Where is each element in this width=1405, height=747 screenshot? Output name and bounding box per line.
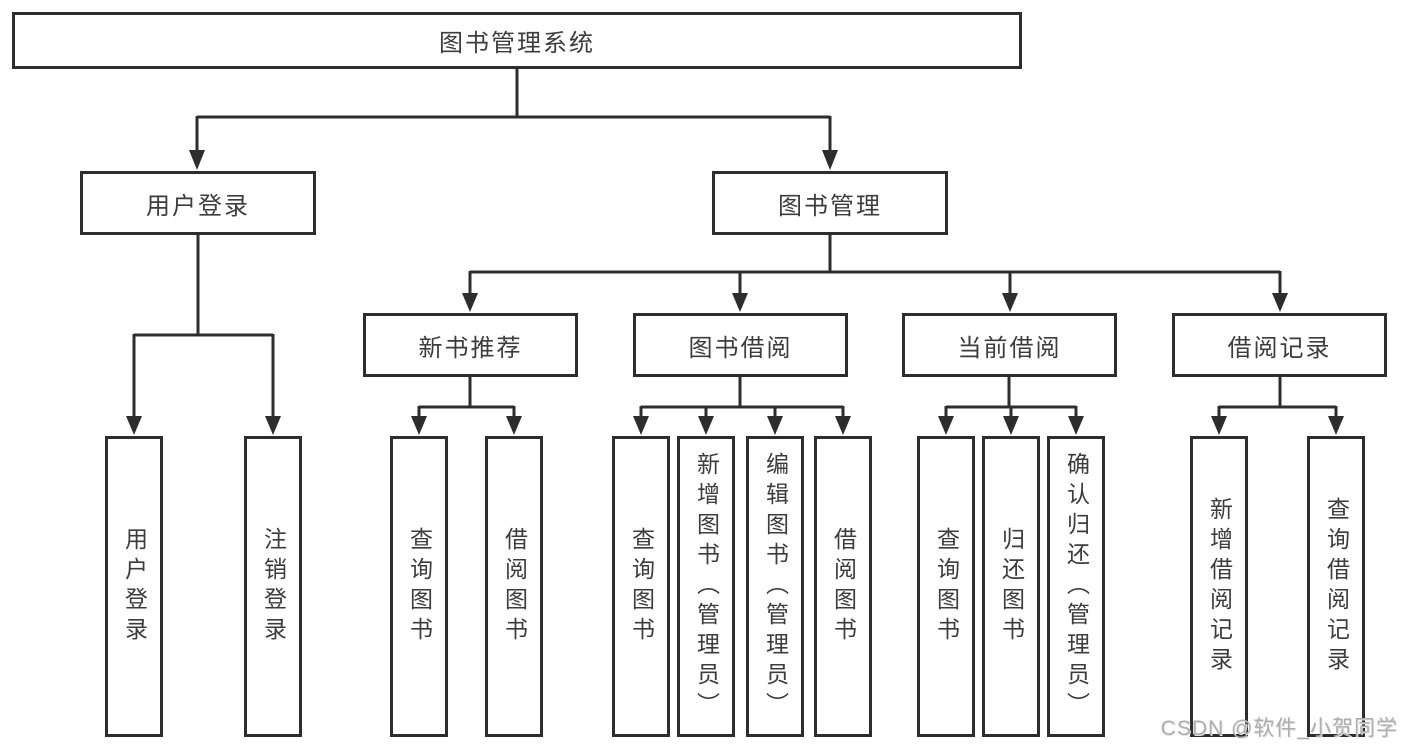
leaf-edit-book-admin: 编辑图书（管理员）	[746, 436, 804, 737]
node-label: 确认归还（管理员）	[1063, 451, 1090, 722]
node-label: 图书借阅	[688, 334, 793, 362]
leaf-query-books-recommend: 查询图书	[390, 436, 448, 737]
node-label: 新书推荐	[418, 334, 523, 362]
node-book-management: 图书管理	[712, 171, 948, 235]
leaf-user-login: 用户登录	[105, 436, 163, 737]
node-label: 注销登录	[260, 526, 287, 647]
leaf-borrow-books-recommend: 借阅图书	[485, 436, 543, 737]
leaf-query-books-borrowing: 查询图书	[612, 436, 670, 737]
leaf-query-borrow-record: 查询借阅记录	[1307, 436, 1365, 737]
node-label: 编辑图书（管理员）	[762, 451, 789, 722]
arrow-down-icons	[126, 150, 1344, 435]
leaf-query-books-current: 查询图书	[917, 436, 975, 737]
node-label: 查询图书	[933, 526, 960, 647]
node-current-borrowing: 当前借阅	[902, 313, 1117, 377]
node-label: 新增图书（管理员）	[693, 451, 720, 722]
node-library-management-system: 图书管理系统	[12, 12, 1022, 69]
node-book-borrowing: 图书借阅	[633, 313, 848, 377]
leaf-add-borrow-record: 新增借阅记录	[1190, 436, 1248, 737]
node-label: 查询图书	[628, 526, 655, 647]
node-label: 新增借阅记录	[1206, 496, 1233, 677]
node-label: 查询图书	[406, 526, 433, 647]
connector-segments	[132, 68, 1338, 417]
node-label: 借阅记录	[1227, 334, 1332, 362]
leaf-logout: 注销登录	[244, 436, 302, 737]
node-label: 用户登录	[146, 192, 250, 220]
node-label: 借阅图书	[501, 526, 528, 647]
node-label: 归还图书	[998, 526, 1025, 647]
leaf-add-book-admin: 新增图书（管理员）	[677, 436, 735, 737]
node-new-book-recommendation: 新书推荐	[363, 313, 578, 377]
node-label: 图书管理系统	[439, 30, 595, 57]
node-user-login: 用户登录	[80, 171, 316, 235]
node-label: 借阅图书	[830, 526, 857, 647]
node-label: 图书管理	[778, 192, 882, 220]
node-label: 用户登录	[121, 526, 148, 647]
leaf-return-book: 归还图书	[982, 436, 1040, 737]
leaf-borrow-books-borrowing: 借阅图书	[814, 436, 872, 737]
leaf-confirm-return-admin: 确认归还（管理员）	[1047, 436, 1105, 737]
node-label: 当前借阅	[957, 334, 1062, 362]
csdn-watermark: CSDN @软件_小贺同学	[1160, 717, 1398, 740]
node-borrowing-records: 借阅记录	[1172, 313, 1387, 377]
node-label: 查询借阅记录	[1323, 496, 1350, 677]
